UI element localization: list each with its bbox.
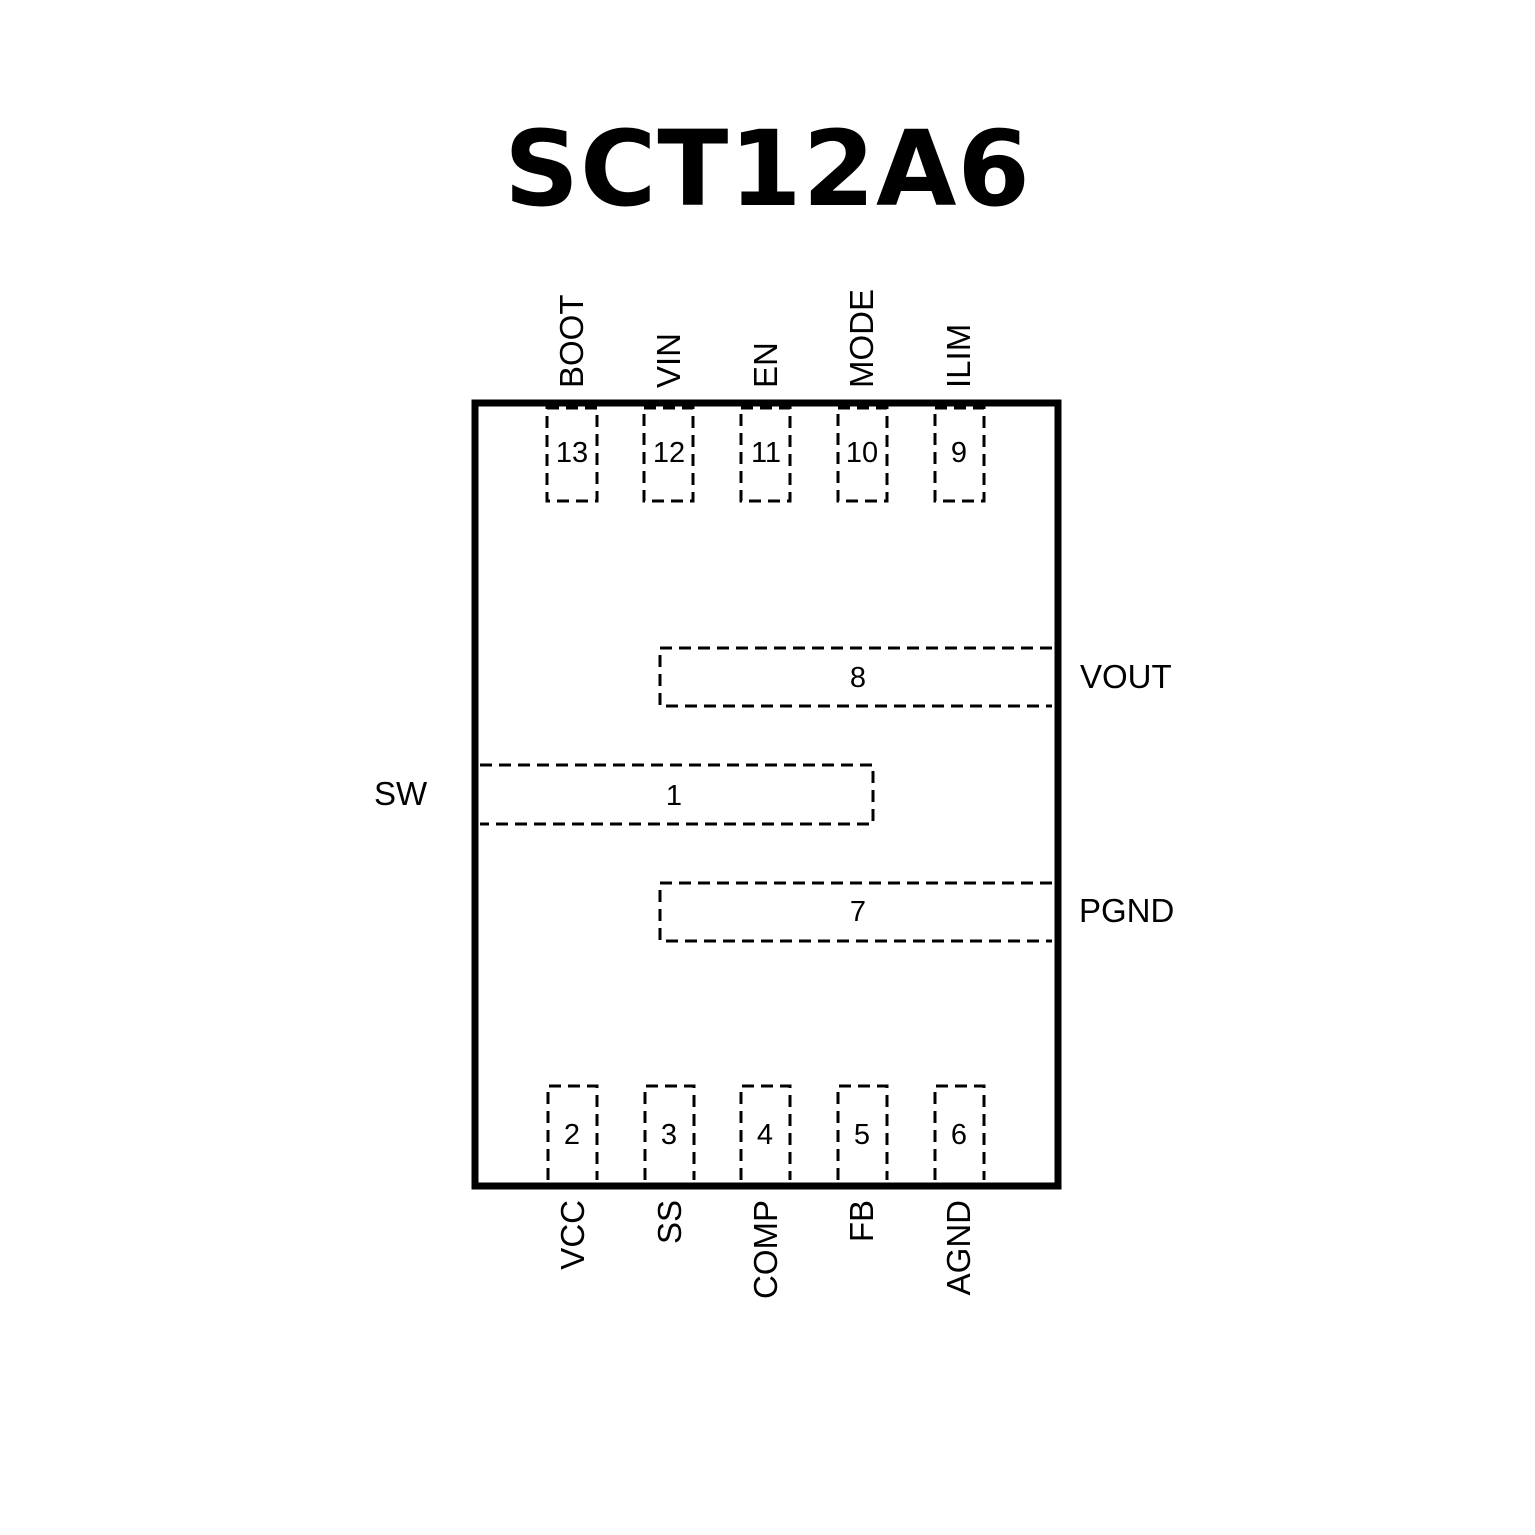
pad-outline [836, 406, 889, 503]
pin-number: 2 [564, 1119, 580, 1151]
pin-number: 12 [653, 437, 685, 469]
pin-number: 11 [751, 437, 781, 469]
pad-outline [739, 1084, 792, 1180]
top-pin-12: 12 VIN [642, 333, 695, 503]
pad-outline [546, 1084, 599, 1180]
bottom-pin-6: 6 AGND [933, 1084, 986, 1295]
pin-number: 1 [666, 780, 682, 812]
pin-number: 13 [556, 437, 588, 469]
top-pin-10: 10 MODE [836, 289, 889, 503]
bottom-pin-2: 2 VCC [546, 1084, 599, 1270]
side-pin-1: 1 SW [374, 763, 875, 826]
pin-label: PGND [1079, 892, 1174, 929]
pin-number: 8 [850, 662, 866, 694]
top-pin-13: 13 BOOT [545, 294, 599, 503]
pad-outline [933, 406, 986, 503]
pin-label: ILIM [940, 324, 977, 388]
pad-outline [658, 881, 1052, 943]
pin-label: AGND [940, 1200, 977, 1295]
pin-number: 4 [757, 1119, 773, 1151]
pin-label: VCC [554, 1200, 591, 1270]
pad-outline [480, 763, 875, 826]
pad-outline [933, 1084, 986, 1180]
pin-label: VIN [650, 333, 687, 388]
bottom-pin-5: 5 FB [836, 1084, 889, 1242]
top-pin-11: 11 EN [739, 342, 792, 503]
side-pin-7: 7 PGND [658, 881, 1174, 943]
pin-number: 10 [846, 437, 878, 469]
pin-label: VOUT [1080, 658, 1172, 695]
side-pin-8: 8 VOUT [658, 646, 1172, 708]
pin-number: 9 [951, 437, 967, 469]
pad-outline [642, 406, 695, 503]
bottom-pin-3: 3 SS [643, 1084, 696, 1244]
pin-label: EN [747, 342, 784, 388]
pin-label: MODE [843, 289, 880, 388]
pad-outline [643, 1084, 696, 1180]
top-pin-9: 9 ILIM [933, 324, 986, 503]
pin-label: BOOT [553, 294, 590, 388]
pin-label: COMP [747, 1200, 784, 1299]
pin-label: SW [374, 775, 428, 812]
pin-number: 7 [850, 896, 866, 928]
pad-outline [658, 646, 1052, 708]
pad-outline [836, 1084, 889, 1180]
pad-outline [739, 406, 792, 503]
pin-label: FB [843, 1200, 880, 1242]
pin-label: SS [651, 1200, 688, 1244]
bottom-pin-4: 4 COMP [739, 1084, 792, 1299]
pin-number: 3 [661, 1119, 677, 1151]
pin-number: 6 [951, 1119, 967, 1151]
pin-number: 5 [854, 1119, 870, 1151]
pad-outline [545, 406, 599, 503]
package-outline [471, 399, 1062, 1190]
chip-title: SCT12A6 [504, 108, 1031, 230]
